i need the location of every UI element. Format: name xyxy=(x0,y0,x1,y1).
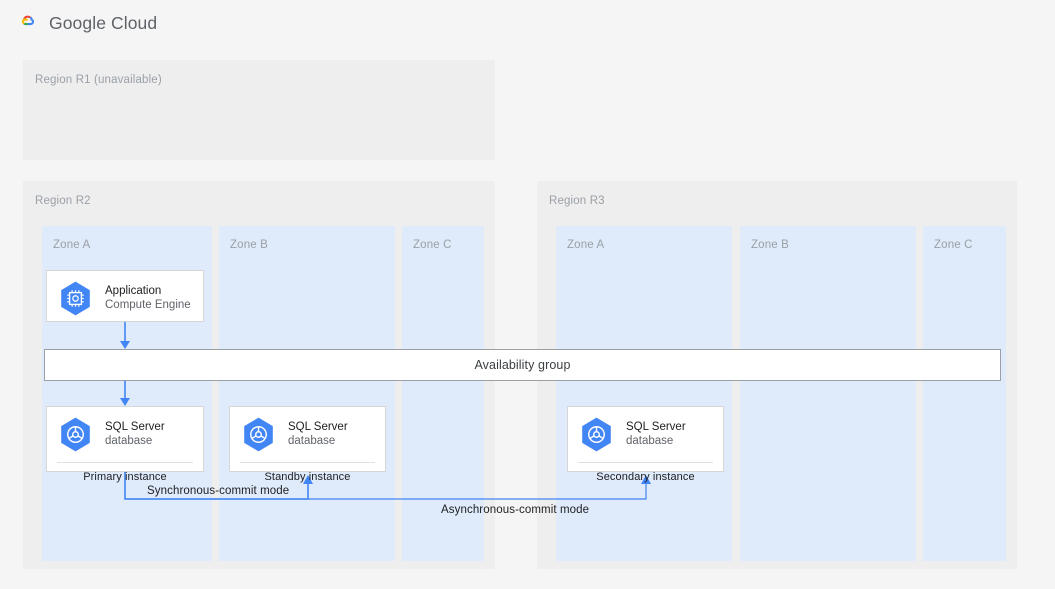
node-application[interactable]: Application Compute Engine xyxy=(46,270,204,322)
node-db-secondary-body: SQL Server database xyxy=(568,407,723,462)
node-db-standby-body: SQL Server database xyxy=(230,407,385,462)
app-title: Google Cloud xyxy=(49,12,158,33)
diagram-canvas: Region R1 (unavailable) Region R2 Region… xyxy=(0,46,1055,589)
node-db-primary-divider xyxy=(57,462,193,463)
node-application-subtitle: Compute Engine xyxy=(105,298,191,311)
node-db-standby-footer: Standby instance xyxy=(264,471,351,483)
node-application-title: Application xyxy=(105,285,162,297)
google-cloud-logo-icon xyxy=(21,15,35,26)
node-db-secondary-divider xyxy=(578,462,713,463)
zone-r2-b: Zone B xyxy=(219,226,395,561)
node-db-primary[interactable]: SQL Server database Primary instance xyxy=(46,406,204,483)
node-db-standby-divider xyxy=(240,462,375,463)
compute-engine-icon xyxy=(61,281,90,316)
zone-r2-c-label: Zone C xyxy=(413,239,452,251)
node-db-standby-text: SQL Server database xyxy=(288,421,348,448)
node-db-primary-title: SQL Server xyxy=(105,421,165,433)
connector-label-synchronous-commit: Synchronous-commit mode xyxy=(147,485,290,497)
zone-r2-a-label: Zone A xyxy=(53,239,91,251)
node-db-primary-subtitle: database xyxy=(105,434,153,447)
zone-r3-b: Zone B xyxy=(740,226,916,561)
node-db-secondary-footer: Secondary instance xyxy=(596,471,695,483)
sql-server-database-icon xyxy=(244,417,273,452)
region-r1-label: Region R1 (unavailable) xyxy=(35,74,162,86)
node-db-primary-body: SQL Server database xyxy=(47,407,203,462)
region-r3-label: Region R3 xyxy=(549,195,605,207)
zone-r3-c: Zone C xyxy=(923,226,1006,561)
app-header: Google Cloud xyxy=(0,0,1055,46)
node-db-standby-title: SQL Server xyxy=(288,421,348,433)
zone-r2-b-label: Zone B xyxy=(230,239,268,251)
zone-r3-c-label: Zone C xyxy=(934,239,973,251)
connector-label-asynchronous-commit: Asynchronous-commit mode xyxy=(441,504,590,516)
region-r1: Region R1 (unavailable) xyxy=(23,60,495,160)
availability-group-bar: Availability group xyxy=(44,349,1001,381)
node-db-secondary-text: SQL Server database xyxy=(626,421,686,448)
zone-r2-c: Zone C xyxy=(402,226,484,561)
availability-group-label: Availability group xyxy=(474,358,571,372)
node-application-body: Application Compute Engine xyxy=(47,271,203,326)
node-db-secondary-title: SQL Server xyxy=(626,421,686,433)
node-db-primary-footer: Primary instance xyxy=(83,471,167,483)
node-db-standby-subtitle: database xyxy=(288,434,336,447)
region-r2-label: Region R2 xyxy=(35,195,91,207)
sql-server-database-icon xyxy=(61,417,90,452)
node-db-primary-text: SQL Server database xyxy=(105,421,165,448)
zone-r3-a-label: Zone A xyxy=(567,239,605,251)
node-db-secondary[interactable]: SQL Server database Secondary instance xyxy=(567,406,724,483)
node-db-secondary-subtitle: database xyxy=(626,434,674,447)
zone-r3-a: Zone A xyxy=(556,226,732,561)
node-db-standby[interactable]: SQL Server database Standby instance xyxy=(229,406,386,483)
sql-server-database-icon xyxy=(582,417,611,452)
zone-r3-b-label: Zone B xyxy=(751,239,789,251)
node-application-text: Application Compute Engine xyxy=(105,285,191,312)
